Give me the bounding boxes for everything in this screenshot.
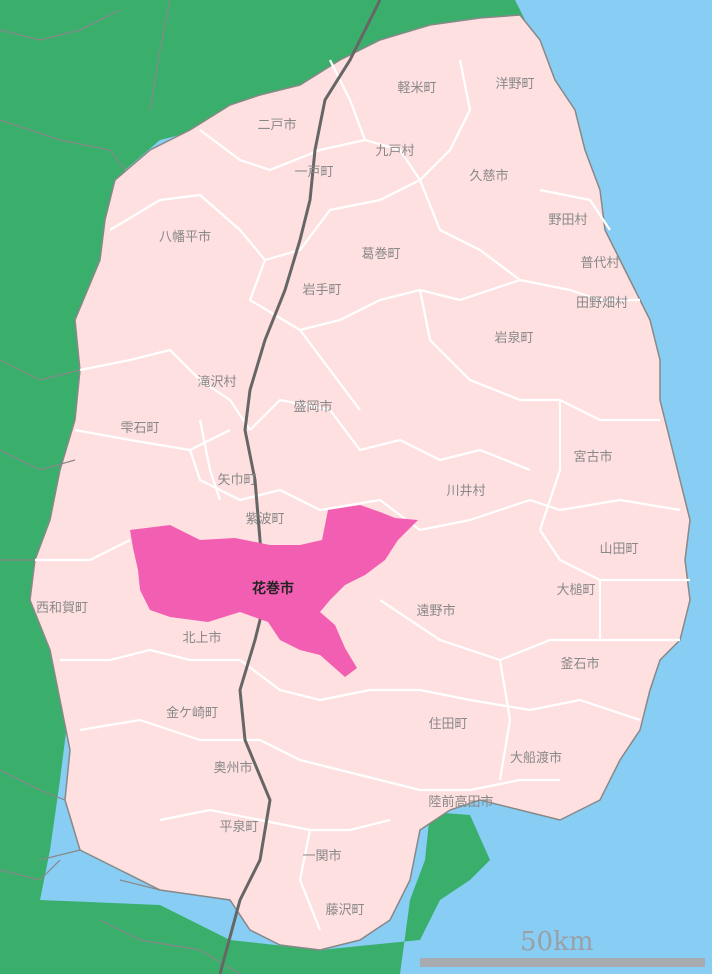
municipality-label: 住田町 — [428, 717, 467, 732]
municipality-label: 陸前高田市 — [428, 794, 493, 810]
scale-bar: 50km — [420, 927, 705, 967]
municipality-label: 岩手町 — [302, 283, 341, 298]
highlighted-municipality-area — [130, 505, 418, 677]
municipality-label: 葛巻町 — [361, 247, 400, 262]
municipality-label: 釜石市 — [560, 656, 599, 672]
municipality-label: 盛岡市 — [293, 399, 332, 415]
municipality-label: 大船渡市 — [510, 750, 562, 766]
municipality-label: 北上市 — [182, 630, 221, 646]
municipality-label: 西和賀町 — [36, 601, 88, 616]
municipality-label: 山田町 — [599, 542, 638, 557]
municipality-label: 軽米町 — [397, 81, 436, 96]
municipality-label: 川井村 — [446, 484, 485, 499]
iwate-prefecture-area — [29, 14, 691, 951]
neighboring-prefectures — [0, 0, 530, 974]
municipality-label: 遠野市 — [416, 603, 455, 619]
municipality-label: 野田村 — [548, 213, 587, 228]
municipality-label: 洋野町 — [495, 77, 534, 92]
municipality-label: 九戸村 — [375, 144, 414, 159]
municipality-label: 八幡平市 — [159, 229, 211, 245]
municipality-label: 金ケ崎町 — [166, 705, 218, 721]
municipality-label: 田野畑村 — [576, 296, 628, 311]
scale-bar-label: 50km — [520, 927, 594, 957]
municipality-label: 普代村 — [580, 256, 619, 271]
municipality-label: 紫波町 — [245, 512, 284, 527]
municipal-borders — [35, 59, 690, 931]
municipality-label: 一戸町 — [294, 165, 333, 180]
municipality-label: 二戸市 — [257, 117, 296, 133]
scale-bar-line — [420, 958, 705, 967]
municipality-label: 滝沢村 — [197, 375, 236, 390]
municipality-label: 雫石町 — [120, 421, 159, 436]
municipality-label: 矢巾町 — [217, 473, 256, 488]
railway-line — [218, 0, 382, 974]
highlighted-municipality-label: 花巻市 — [252, 580, 294, 597]
municipality-label: 久慈市 — [469, 168, 508, 184]
municipality-label: 岩泉町 — [494, 330, 533, 346]
municipality-label: 一関市 — [302, 848, 341, 864]
municipality-label: 藤沢町 — [325, 903, 364, 918]
municipality-label: 奥州市 — [213, 760, 252, 776]
prefecture-boundaries — [0, 0, 241, 974]
municipality-label: 大槌町 — [556, 582, 595, 598]
municipality-label: 宮古市 — [573, 449, 612, 465]
municipality-label: 平泉町 — [219, 819, 258, 835]
